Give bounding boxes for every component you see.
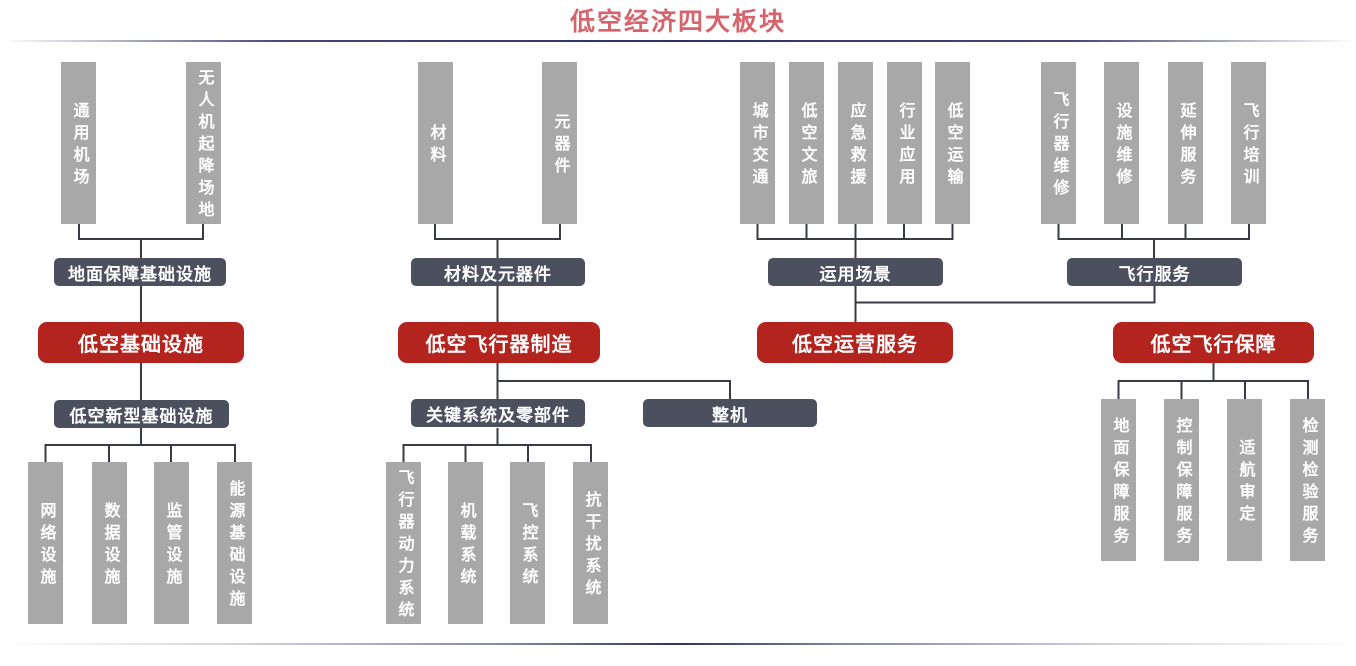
connector-cluster-manufacturing bbox=[402, 224, 731, 462]
leaf-aircraft-maintenance: 飞行器维修 bbox=[1041, 62, 1076, 224]
leaf-aircraft-power-system: 飞行器动力系统 bbox=[386, 462, 421, 624]
group-key-systems-and-parts: 关键系统及零部件 bbox=[411, 399, 585, 427]
leaf-facility-maintenance: 设施维修 bbox=[1104, 62, 1139, 224]
leaf-low-altitude-transport: 低空运输 bbox=[935, 62, 970, 224]
main-operation-services: 低空运营服务 bbox=[757, 322, 953, 363]
connector-cluster-infrastructure bbox=[44, 224, 236, 462]
main-flight-support-label: 低空飞行保障 bbox=[1150, 334, 1277, 356]
leaf-ground-support-services-label: 地面保障服务 bbox=[1110, 417, 1128, 549]
group-application-scenarios-label: 运用场景 bbox=[819, 264, 892, 284]
leaf-extended-services-label: 延伸服务 bbox=[1177, 102, 1195, 190]
leaf-facility-maintenance-label: 设施维修 bbox=[1113, 102, 1131, 190]
leaf-control-support-services-label: 控制保障服务 bbox=[1173, 417, 1191, 549]
group-materials-and-components-label: 材料及元器件 bbox=[444, 264, 552, 284]
group-new-type-infrastructure: 低空新型基础设施 bbox=[54, 400, 229, 428]
leaf-ground-support-services: 地面保障服务 bbox=[1101, 399, 1136, 561]
leaf-testing-inspection-services: 检测检验服务 bbox=[1290, 399, 1325, 561]
leaf-extended-services: 延伸服务 bbox=[1168, 62, 1203, 224]
group-application-scenarios: 运用场景 bbox=[768, 258, 943, 286]
leaf-airborne-system-label: 机载系统 bbox=[457, 502, 475, 590]
bottom-divider-rule bbox=[0, 643, 1356, 645]
leaf-flight-training: 飞行培训 bbox=[1231, 62, 1266, 224]
diagram-title: 低空经济四大板块 bbox=[569, 8, 786, 36]
leaf-aircraft-maintenance-label: 飞行器维修 bbox=[1050, 91, 1068, 201]
leaf-network-facilities-label: 网络设施 bbox=[37, 502, 55, 590]
group-complete-aircraft: 整机 bbox=[643, 399, 817, 427]
leaf-components: 元器件 bbox=[542, 62, 577, 224]
leaf-drone-takeoff-landing-site-label: 无人机起降场地 bbox=[195, 69, 213, 223]
leaf-testing-inspection-services-label: 检测检验服务 bbox=[1299, 417, 1317, 549]
leaf-airborne-system: 机载系统 bbox=[448, 462, 483, 624]
leaf-materials: 材料 bbox=[418, 62, 453, 224]
leaf-emergency-rescue-label: 应急救援 bbox=[847, 102, 865, 190]
leaf-aircraft-power-system-label: 飞行器动力系统 bbox=[395, 469, 413, 623]
group-ground-support-infrastructure-label: 地面保障基础设施 bbox=[68, 264, 212, 284]
leaf-general-airport-label: 通用机场 bbox=[70, 102, 88, 190]
leaf-general-airport: 通用机场 bbox=[61, 62, 96, 224]
leaf-drone-takeoff-landing-site: 无人机起降场地 bbox=[186, 62, 221, 224]
leaf-emergency-rescue: 应急救援 bbox=[838, 62, 873, 224]
group-materials-and-components: 材料及元器件 bbox=[411, 258, 585, 286]
group-complete-aircraft-label: 整机 bbox=[712, 405, 748, 425]
leaf-materials-label: 材料 bbox=[427, 124, 445, 168]
leaf-regulatory-facilities-label: 监管设施 bbox=[163, 502, 181, 590]
group-key-systems-and-parts-label: 关键系统及零部件 bbox=[426, 405, 570, 425]
main-flight-support: 低空飞行保障 bbox=[1113, 322, 1314, 363]
leaf-network-facilities: 网络设施 bbox=[28, 462, 63, 624]
leaf-flight-control-system-label: 飞控系统 bbox=[519, 502, 537, 590]
leaf-flight-training-label: 飞行培训 bbox=[1240, 102, 1258, 190]
connector-cluster-support bbox=[1057, 224, 1309, 399]
leaf-energy-base-facilities: 能源基础设施 bbox=[217, 462, 252, 624]
group-flight-services-label: 飞行服务 bbox=[1118, 264, 1191, 284]
leaf-airworthiness-certification-label: 适航审定 bbox=[1236, 439, 1254, 527]
leaf-anti-interference-system-label: 抗干扰系统 bbox=[582, 491, 600, 601]
leaf-industry-application: 行业应用 bbox=[887, 62, 922, 224]
main-operation-services-label: 低空运营服务 bbox=[792, 334, 918, 356]
leaf-components-label: 元器件 bbox=[551, 113, 569, 179]
top-divider-rule bbox=[0, 40, 1356, 43]
main-aircraft-manufacturing: 低空飞行器制造 bbox=[398, 322, 600, 363]
leaf-data-facilities: 数据设施 bbox=[92, 462, 127, 624]
leaf-low-altitude-tourism: 低空文旅 bbox=[789, 62, 824, 224]
group-new-type-infrastructure-label: 低空新型基础设施 bbox=[69, 406, 214, 426]
leaf-flight-control-system: 飞控系统 bbox=[510, 462, 545, 624]
leaf-urban-traffic-label: 城市交通 bbox=[749, 102, 767, 190]
group-flight-services: 飞行服务 bbox=[1067, 258, 1242, 286]
leaf-urban-traffic: 城市交通 bbox=[740, 62, 775, 224]
leaf-industry-application-label: 行业应用 bbox=[896, 102, 914, 190]
main-low-altitude-infrastructure-label: 低空基础设施 bbox=[78, 334, 204, 356]
leaf-data-facilities-label: 数据设施 bbox=[101, 502, 119, 590]
group-ground-support-infrastructure: 地面保障基础设施 bbox=[54, 258, 226, 286]
leaf-control-support-services: 控制保障服务 bbox=[1164, 399, 1199, 561]
leaf-low-altitude-transport-label: 低空运输 bbox=[944, 102, 962, 190]
main-low-altitude-infrastructure: 低空基础设施 bbox=[38, 322, 244, 363]
leaf-regulatory-facilities: 监管设施 bbox=[154, 462, 189, 624]
leaf-airworthiness-certification: 适航审定 bbox=[1227, 399, 1262, 561]
leaf-energy-base-facilities-label: 能源基础设施 bbox=[226, 480, 244, 612]
leaf-low-altitude-tourism-label: 低空文旅 bbox=[798, 102, 816, 190]
main-aircraft-manufacturing-label: 低空飞行器制造 bbox=[425, 334, 573, 356]
connector-cluster-operation bbox=[756, 224, 1156, 322]
leaf-anti-interference-system: 抗干扰系统 bbox=[573, 462, 608, 624]
